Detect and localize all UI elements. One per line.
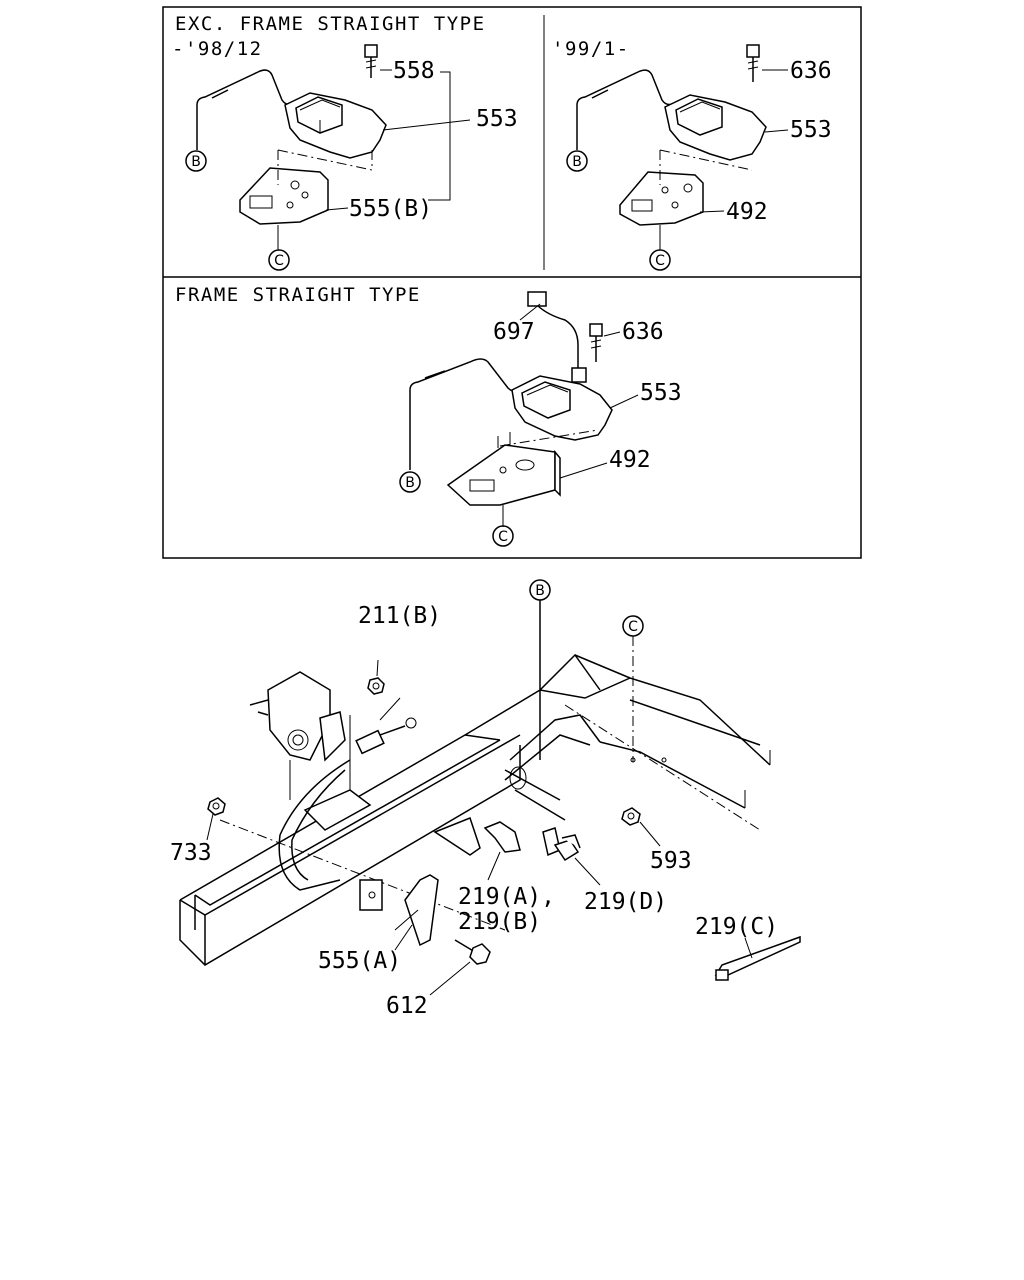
nut-593-icon (621, 807, 641, 826)
panel-title-frame-straight: FRAME STRAIGHT TYPE (175, 284, 421, 306)
panel-subtitle-before-98-12: -'98/12 (172, 38, 263, 60)
svg-text:C: C (498, 529, 508, 545)
callout-555b: 555(B) (349, 196, 432, 222)
callout-219d: 219(D) (584, 889, 667, 915)
svg-text:C: C (274, 253, 284, 269)
connector-b-icon: B (185, 150, 207, 172)
callout-558: 558 (393, 58, 435, 84)
panel-subtitle-from-99-1: '99/1- (552, 38, 630, 60)
callout-553: 553 (640, 380, 682, 406)
assembly-top-left (196, 44, 387, 250)
callout-492: 492 (609, 447, 651, 473)
connector-b-icon: B (529, 579, 551, 601)
connector-plug-icon (527, 291, 547, 307)
bolt-612-icon (454, 939, 491, 965)
bolt-icon (364, 44, 378, 78)
callout-219a: 219(A), (458, 884, 555, 910)
panel-frame (162, 6, 862, 559)
assembly-top-right (576, 44, 767, 250)
connector-c-icon: C (268, 249, 290, 271)
connector-b-icon: B (399, 471, 421, 493)
callout-593: 593 (650, 848, 692, 874)
callout-733: 733 (170, 840, 212, 866)
bolt-icon (589, 323, 603, 362)
clip-219ab-icon (483, 821, 521, 853)
callout-492: 492 (726, 199, 768, 225)
cable-tie-icon (714, 935, 801, 981)
connector-b-icon: B (566, 150, 588, 172)
nut-211b-icon (367, 677, 385, 695)
svg-text:B: B (572, 154, 582, 170)
assembly-frame-straight (409, 291, 613, 527)
svg-text:B: B (405, 475, 415, 491)
connector-c-icon: C (622, 615, 644, 637)
callout-697: 697 (493, 319, 535, 345)
clip-219d-icon (542, 827, 581, 862)
connector-c-icon: C (492, 525, 514, 547)
svg-text:B: B (191, 154, 201, 170)
callout-211b: 211(B) (358, 603, 441, 629)
panel-title-exc-frame-straight: EXC. FRAME STRAIGHT TYPE (175, 13, 486, 35)
connector-c-icon: C (649, 249, 671, 271)
callout-612: 612 (386, 993, 428, 1019)
callout-219c: 219(C) (695, 914, 778, 940)
callout-636: 636 (790, 58, 832, 84)
nut-733-icon (207, 797, 226, 816)
vehicle-frame (179, 653, 771, 966)
callout-219b: 219(B) (458, 909, 541, 935)
svg-text:C: C (628, 619, 638, 635)
callout-636: 636 (622, 319, 664, 345)
svg-text:C: C (655, 253, 665, 269)
callout-553: 553 (790, 117, 832, 143)
cable-end-icon (355, 717, 417, 755)
callout-553: 553 (476, 106, 518, 132)
callout-555a: 555(A) (318, 948, 401, 974)
bolt-icon (746, 44, 760, 82)
svg-text:B: B (535, 583, 545, 599)
